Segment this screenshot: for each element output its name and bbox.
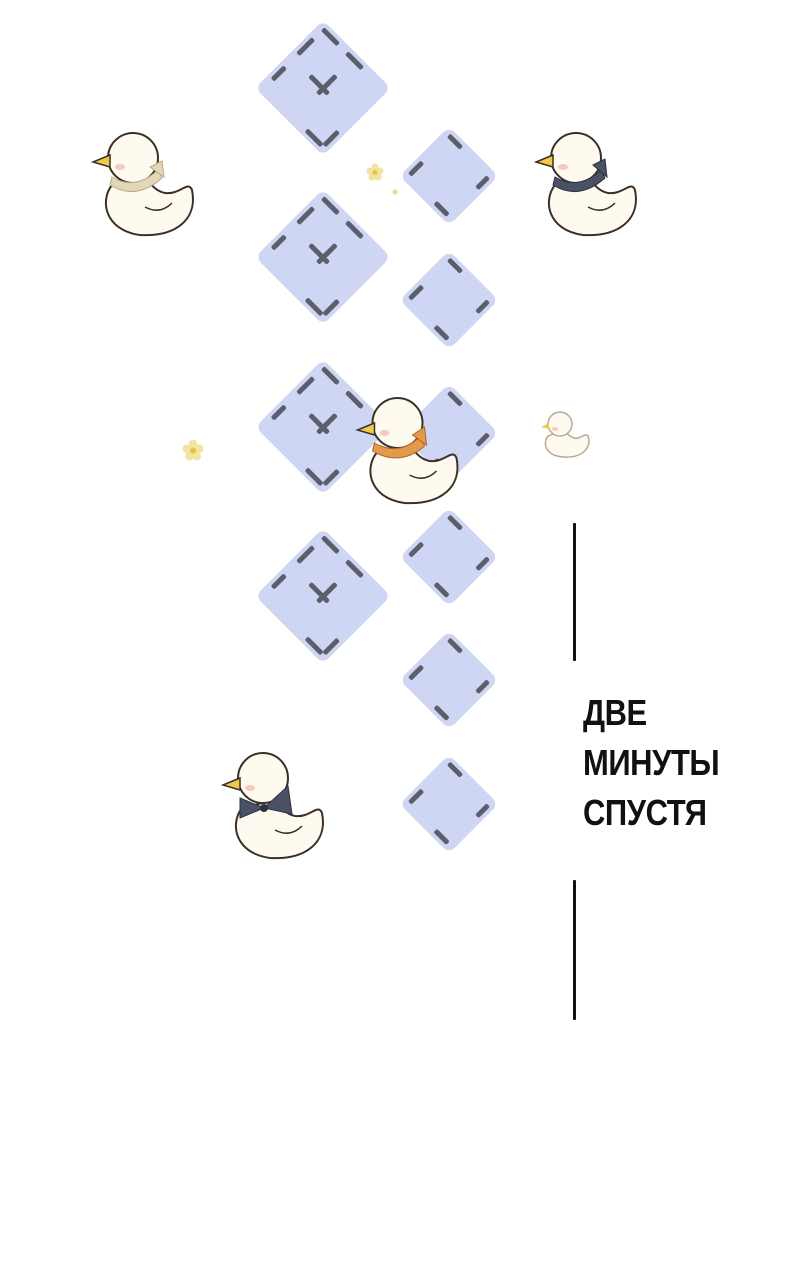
tile-stitch	[407, 664, 425, 681]
duck-navy-bow-icon	[220, 752, 324, 860]
tile-stitch	[475, 679, 491, 695]
tile-stitch	[433, 324, 450, 342]
tile-stitch	[304, 297, 324, 317]
tile-stitch	[322, 637, 340, 656]
tile-stitch	[446, 761, 464, 778]
tile-stitch	[433, 200, 450, 218]
tile-stitch	[407, 160, 425, 177]
tile-stitch	[320, 196, 340, 216]
tile-stitch	[446, 637, 464, 654]
duckling-icon	[541, 411, 590, 458]
sparkle-dot-icon	[392, 189, 398, 195]
tile-stitch	[320, 366, 340, 386]
duck-navy-scarf-icon	[533, 132, 637, 237]
diamond-tile	[399, 507, 499, 607]
tile-stitch	[320, 535, 340, 555]
divider-line-bottom	[573, 880, 576, 1020]
diamond-tile	[255, 528, 391, 664]
tile-stitch	[407, 284, 425, 301]
tile-stitch	[296, 37, 316, 57]
caption-line-2: МИНУТЫ	[583, 742, 720, 783]
flower-icon	[182, 439, 204, 461]
duck-beige-scarf-icon	[90, 132, 194, 237]
tile-stitch	[433, 704, 450, 722]
diamond-tile	[255, 20, 391, 156]
diamond-tile	[399, 250, 499, 350]
tile-stitch	[446, 257, 464, 274]
tile-stitch	[344, 51, 365, 71]
tile-stitch	[322, 129, 340, 148]
diamond-tile	[399, 630, 499, 730]
diamond-tile	[399, 126, 499, 226]
diamond-tile	[399, 754, 499, 854]
time-skip-caption: ДВЕ МИНУТЫ СПУСТЯ	[583, 688, 720, 838]
tile-stitch	[475, 175, 491, 191]
tile-stitch	[322, 298, 340, 317]
caption-line-3: СПУСТЯ	[583, 792, 707, 833]
tile-stitch	[270, 573, 287, 590]
tile-stitch	[475, 432, 491, 448]
tile-stitch	[407, 541, 425, 558]
tile-stitch	[270, 404, 287, 421]
tile-stitch	[322, 468, 340, 487]
tile-stitch	[446, 133, 464, 150]
tile-stitch	[433, 828, 450, 846]
diamond-tile	[255, 189, 391, 325]
flower-icon	[366, 163, 384, 181]
tile-stitch	[344, 559, 365, 579]
tile-stitch	[304, 636, 324, 656]
tile-stitch	[304, 467, 324, 487]
tile-stitch	[296, 545, 316, 565]
tile-stitch	[407, 788, 425, 805]
duck-orange-scarf-icon	[355, 397, 459, 505]
tile-stitch	[304, 128, 324, 148]
tile-stitch	[296, 376, 316, 396]
divider-line-top	[573, 523, 576, 661]
caption-line-1: ДВЕ	[583, 692, 647, 733]
tile-stitch	[320, 27, 340, 47]
tile-stitch	[296, 206, 316, 226]
tile-stitch	[475, 299, 491, 315]
tile-stitch	[270, 65, 287, 82]
tile-stitch	[475, 556, 491, 572]
tile-stitch	[344, 220, 365, 240]
tile-stitch	[270, 234, 287, 251]
tile-stitch	[475, 803, 491, 819]
tile-stitch	[433, 581, 450, 599]
tile-stitch	[446, 514, 464, 531]
